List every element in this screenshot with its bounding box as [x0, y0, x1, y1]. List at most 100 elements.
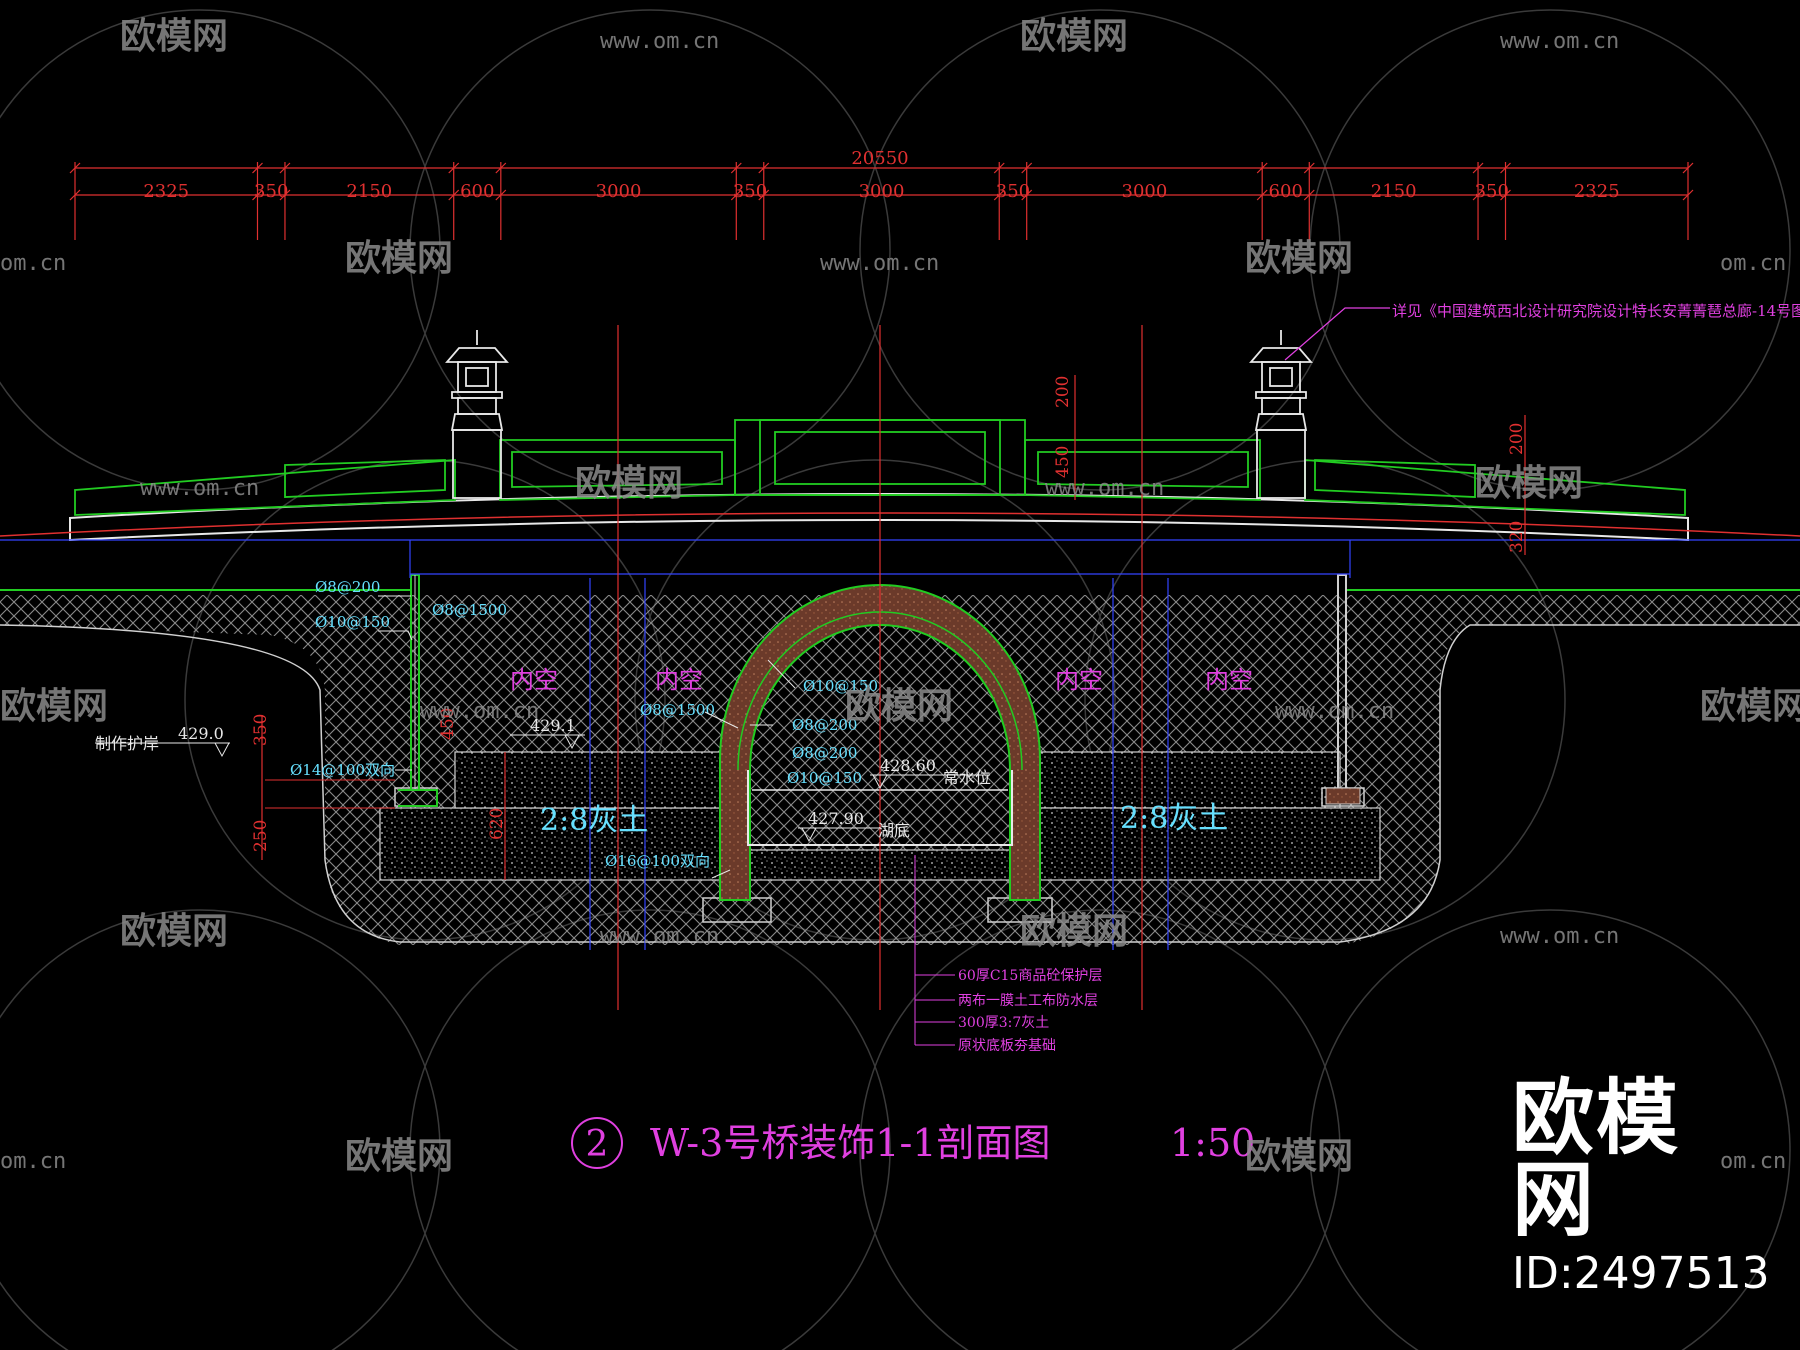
title-number-circle — [571, 1117, 623, 1169]
dimension-segment-13: 2325 — [1574, 181, 1620, 202]
elevation-marks: 制作护岸 429.0 429.1 428.60 常水位 427.90 湖底 — [95, 716, 991, 843]
vdim-5: 350 — [251, 714, 271, 746]
label-hollow-3: 内空 — [1055, 666, 1103, 694]
watermark-text: www.om.cn — [600, 924, 719, 949]
label-hollow-4: 内空 — [1205, 666, 1253, 694]
vdim-3: 200 — [1507, 423, 1527, 455]
label-hollow-1: 内空 — [510, 666, 558, 694]
label-lime-soil-left: 2:8灰土 — [540, 803, 648, 838]
watermark-text: www.om.cn — [1045, 476, 1164, 501]
rebar-arch-2: Ø8@1500 — [640, 701, 715, 719]
watermark-text: 欧模网 — [120, 16, 228, 57]
watermark-text: www.om.cn — [1275, 699, 1394, 724]
brand-panel: 欧模网 ID:2497513 — [1512, 1070, 1770, 1299]
vertical-dimensions: 200 450 200 320 350 450 250 620 — [251, 375, 1527, 880]
watermark-text: www.om.cn — [140, 476, 259, 501]
watermark-text: om.cn — [1720, 1149, 1786, 1174]
layer-callouts: 60厚C15商品砼保护层 两布一膜土工布防水层 300厚3:7灰土 原状底板夯基… — [914, 855, 1102, 1054]
dimension-segment-7: 3000 — [859, 181, 905, 202]
watermark-text: www.om.cn — [1500, 29, 1619, 54]
rebar-arch-1: Ø10@150 — [803, 677, 878, 695]
dimension-segment-4: 600 — [460, 181, 494, 202]
label-hollow-2: 内空 — [655, 666, 703, 694]
dimension-segment-10: 600 — [1269, 181, 1303, 202]
watermark-text: 欧模网 — [1020, 911, 1128, 952]
vdim-1: 200 — [1053, 376, 1073, 408]
rebar-left-wall-2: Ø10@150 — [315, 613, 390, 631]
watermark-text: 欧模网 — [1245, 1136, 1353, 1177]
rebar-annotations: Ø8@200 Ø10@150 Ø8@1500 Ø14@100双向 Ø10@150… — [290, 578, 878, 879]
dimension-segment-6: 350 — [733, 181, 767, 202]
rebar-left-footing: Ø14@100双向 — [290, 761, 395, 779]
vdim-8: 620 — [487, 808, 507, 840]
layer-3: 300厚3:7灰土 — [958, 1015, 1049, 1031]
dimension-segment-2: 350 — [254, 181, 288, 202]
dimension-segment-3: 2150 — [346, 181, 392, 202]
watermark-text: 欧模网 — [345, 238, 453, 279]
watermark-text: 欧模网 — [345, 1136, 453, 1177]
watermark-text: 欧模网 — [1245, 238, 1353, 279]
layer-1: 60厚C15商品砼保护层 — [958, 968, 1102, 984]
layer-2: 两布一膜土工布防水层 — [958, 993, 1098, 1009]
watermark-text: 欧模网 — [0, 686, 108, 727]
dimension-segment-5: 3000 — [596, 181, 642, 202]
watermark-text: 欧模网 — [575, 463, 683, 504]
reference-note: 详见《中国建筑西北设计研究院设计特长安菁菁琶总廊-14号图 — [1284, 302, 1800, 361]
watermark-text: 欧模网 — [845, 686, 953, 727]
vdim-7: 250 — [251, 820, 271, 852]
watermark-text: om.cn — [0, 1149, 66, 1174]
dimension-segment-12: 350 — [1475, 181, 1509, 202]
label-water-level: 常水位 — [943, 768, 991, 787]
lantern-posts — [445, 330, 1313, 499]
grid-lines — [589, 325, 1169, 1010]
watermark-text: 欧模网 — [120, 911, 228, 952]
lime-soil-labels: 2:8灰土 2:8灰土 — [540, 801, 1228, 838]
rebar-arch-base: Ø16@100双向 — [605, 852, 710, 870]
vdim-4: 320 — [1507, 521, 1527, 553]
dimension-lines — [69, 162, 1694, 240]
watermark-text: www.om.cn — [1500, 924, 1619, 949]
rebar-arch-5: Ø10@150 — [787, 769, 862, 787]
elev-water: 428.60 — [880, 756, 936, 775]
label-lime-soil-right: 2:8灰土 — [1120, 801, 1228, 836]
title-scale: 1:50 — [1170, 1121, 1255, 1165]
vdim-6: 450 — [438, 708, 458, 740]
lime-soil-fill — [379, 751, 1381, 881]
watermark-text: 欧模网 — [1475, 463, 1583, 504]
label-lake-bottom: 湖底 — [878, 821, 910, 840]
watermark-text: www.om.cn — [420, 699, 539, 724]
elev-bottom: 427.90 — [808, 809, 864, 828]
brand-id: ID:2497513 — [1512, 1247, 1770, 1299]
watermark-text: www.om.cn — [600, 29, 719, 54]
rebar-left-wall-1: Ø8@200 — [315, 578, 380, 596]
watermark-text: www.om.cn — [820, 251, 939, 276]
drawing-title: 2 W-3号桥装饰1-1剖面图 1:50 — [571, 1117, 1255, 1169]
hollow-labels: 内空 内空 内空 内空 — [510, 666, 1253, 694]
dimension-segment-1: 2325 — [143, 181, 189, 202]
rebar-left-wall-3: Ø8@1500 — [432, 601, 507, 619]
lantern-post-right — [1249, 330, 1313, 499]
watermark-layer: 欧模网 www.om.cn 欧模网 www.om.cn om.cn 欧模网 www.om.c… — [0, 16, 1800, 1177]
lantern-post-left — [445, 330, 509, 499]
dimension-segment-11: 2150 — [1371, 181, 1417, 202]
dimension-labels: 20550 2325 350 2150 600 3000 350 3000 350 3000 60… — [143, 148, 1619, 202]
rebar-arch-4: Ø8@200 — [792, 744, 857, 762]
elev-revetment: 429.0 — [178, 724, 224, 743]
dimension-segment-9: 3000 — [1122, 181, 1168, 202]
watermark-text: 欧模网 — [1020, 16, 1128, 57]
title-number: 2 — [586, 1124, 609, 1165]
retaining-walls — [398, 574, 1361, 807]
watermark-text: om.cn — [0, 251, 66, 276]
watermark-text: 欧模网 — [1700, 686, 1800, 727]
vdim-2: 450 — [1053, 446, 1073, 478]
rebar-arch-3: Ø8@200 — [792, 716, 857, 734]
brand-name: 欧模网 — [1512, 1070, 1681, 1248]
reference-note-text: 详见《中国建筑西北设计研究院设计特长安菁菁琶总廊-14号图 — [1392, 302, 1800, 320]
watermark-text: om.cn — [1720, 251, 1786, 276]
layer-4: 原状底板夯基础 — [958, 1037, 1056, 1054]
elev-inner: 429.1 — [530, 716, 576, 735]
title-text: W-3号桥装饰1-1剖面图 — [650, 1121, 1051, 1165]
dimension-overall: 20550 — [851, 148, 908, 169]
